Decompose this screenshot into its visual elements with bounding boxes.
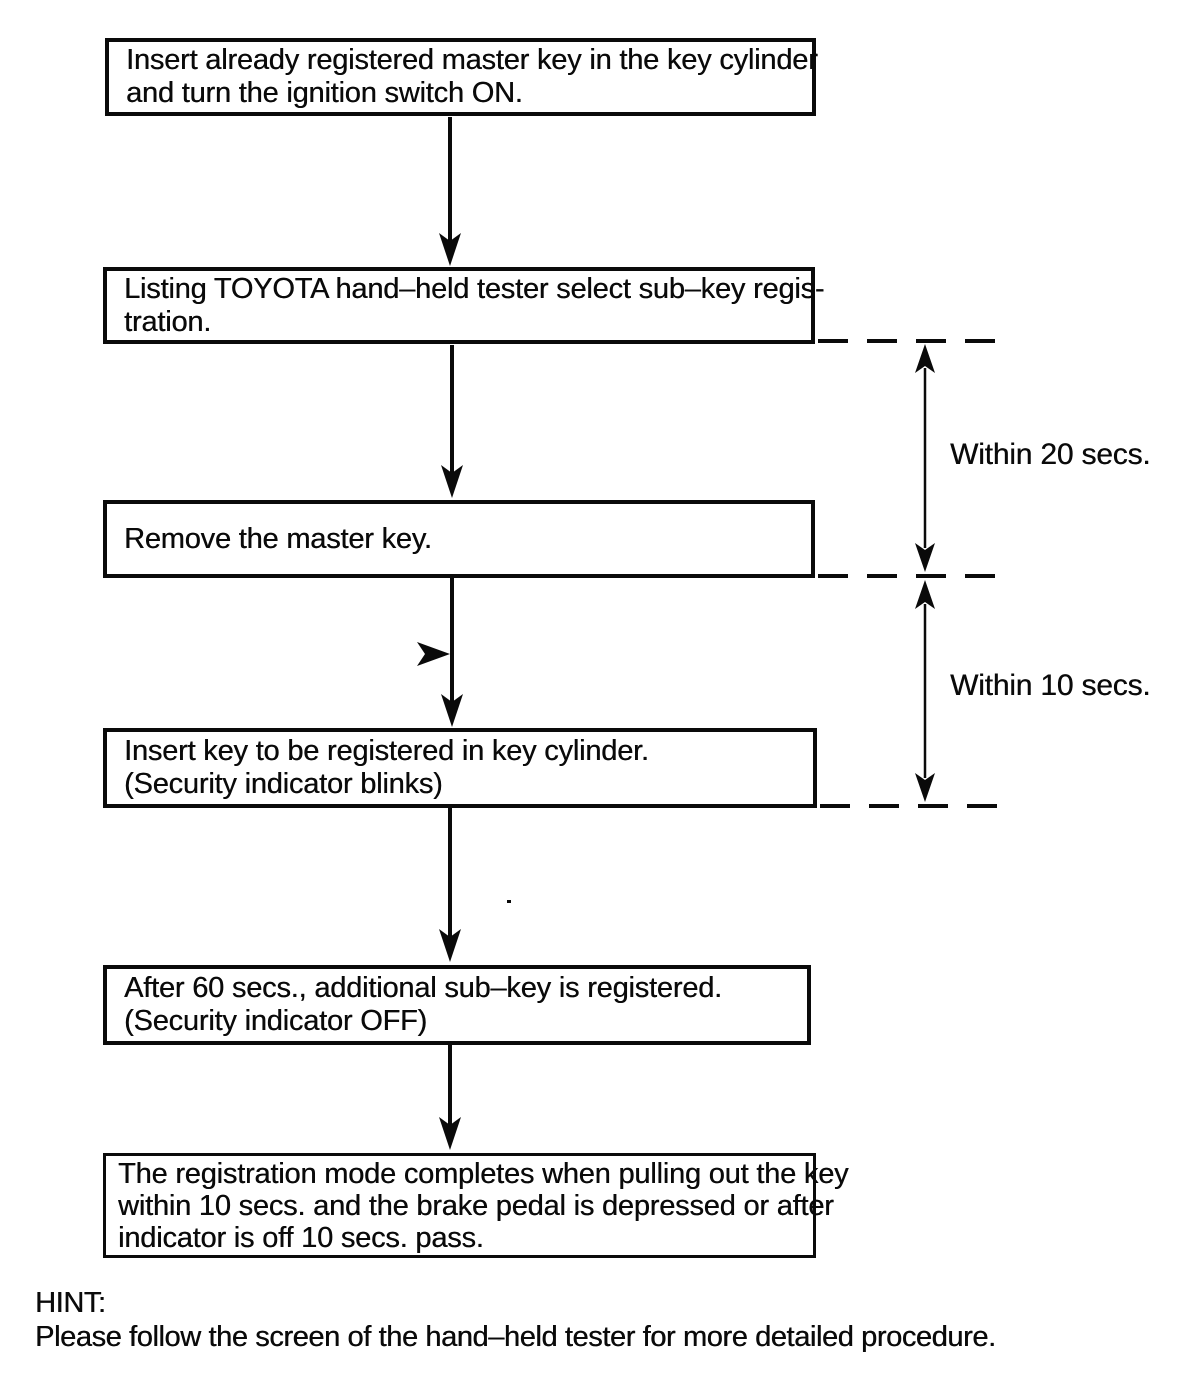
flow-step-2-text-line: tration. — [124, 305, 212, 338]
flow-step-4-box: Insert key to be registered in key cylin… — [103, 728, 817, 808]
loop-entry-arrowhead-icon — [417, 642, 450, 666]
flow-arrow-4 — [439, 808, 461, 962]
flow-arrow-5 — [439, 1045, 461, 1150]
flow-step-2-box: Listing TOYOTA hand–held tester select s… — [103, 267, 825, 344]
flow-step-3-text-line: Remove the master key. — [124, 522, 432, 555]
flow-step-5-text-line: After 60 secs., additional sub–key is re… — [124, 972, 722, 1004]
flow-step-5-text-line: (Security indicator OFF) — [124, 1005, 427, 1037]
flow-step-1-box: Insert already registered master key in … — [105, 38, 818, 116]
flow-step-4-text-line: (Security indicator blinks) — [124, 768, 443, 800]
timing-label-10s: Within 10 secs. — [950, 669, 1151, 702]
flow-step-4-text-line: Insert key to be registered in key cylin… — [124, 735, 649, 767]
flow-step-3-box: Remove the master key. — [103, 500, 815, 578]
flow-step-6-text-line: indicator is off 10 secs. pass. — [118, 1221, 484, 1254]
timing-span-arrow-10s — [915, 580, 935, 802]
hint-title: HINT: — [35, 1287, 106, 1319]
flow-step-6-box: The registration mode completes when pul… — [103, 1153, 849, 1258]
timing-label-20s: Within 20 secs. — [950, 438, 1151, 471]
flow-step-5-box: After 60 secs., additional sub–key is re… — [103, 965, 811, 1045]
flow-step-6-text-line: within 10 secs. and the brake pedal is d… — [118, 1189, 834, 1222]
flow-step-6-text-line: The registration mode completes when pul… — [118, 1157, 849, 1190]
flow-arrow-3 — [441, 578, 463, 727]
flow-arrow-1 — [439, 117, 461, 266]
flow-step-1-text-line: Insert already registered master key in … — [126, 44, 818, 76]
hint-block: HINT: Please follow the screen of the ha… — [35, 1286, 996, 1354]
flow-arrow-2 — [441, 345, 463, 498]
hint-text: Please follow the screen of the hand–hel… — [35, 1321, 996, 1353]
scan-artifact-dot — [507, 900, 511, 903]
flow-step-1-text-line: and turn the ignition switch ON. — [126, 77, 523, 109]
timing-span-arrow-20s — [915, 344, 935, 572]
flow-step-2-text-line: Listing TOYOTA hand–held tester select s… — [124, 272, 825, 305]
